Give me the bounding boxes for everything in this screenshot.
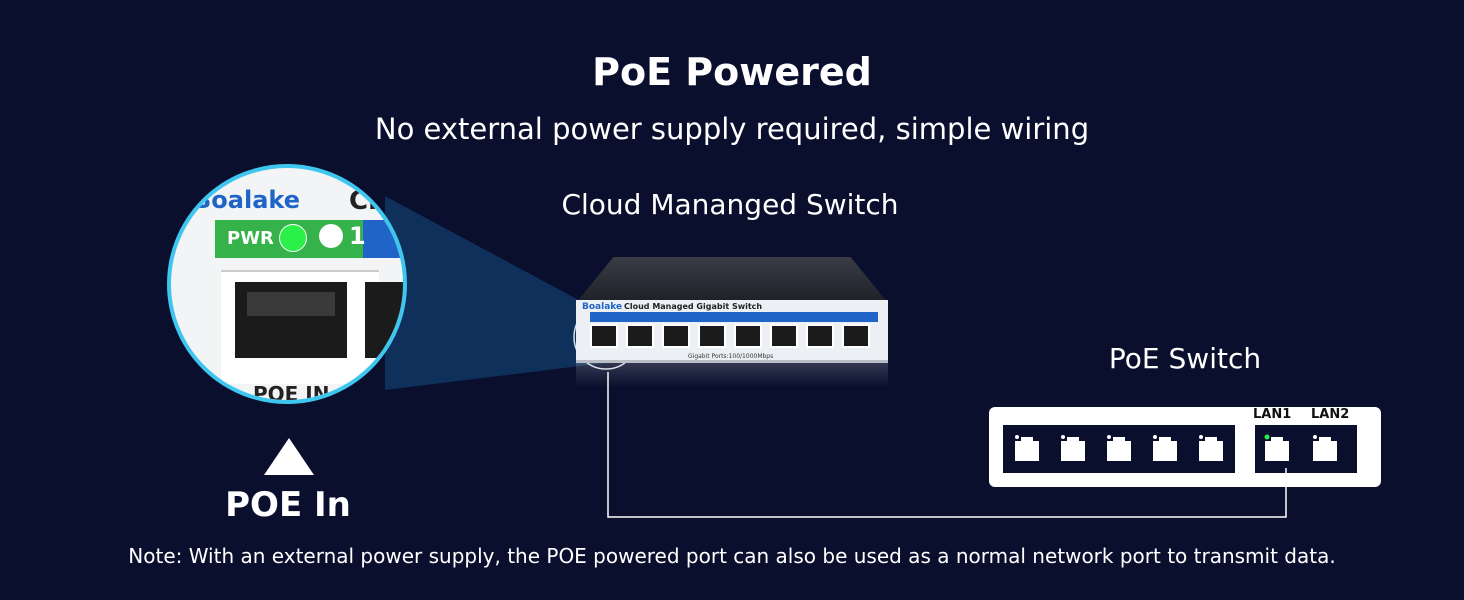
power-led-icon xyxy=(279,224,307,252)
switch-port xyxy=(806,324,834,348)
page-subtitle: No external power supply required, simpl… xyxy=(374,112,1090,146)
poe-port-group xyxy=(1003,425,1235,473)
switch-port xyxy=(590,324,618,348)
magnifier-blue-strip xyxy=(363,220,403,258)
poe-in-label: POE In xyxy=(225,485,351,525)
lan2-label: LAN2 xyxy=(1311,407,1350,422)
poe-switch-label: PoE Switch xyxy=(1108,342,1262,375)
up-arrow-icon xyxy=(264,438,314,475)
switch-model: Cloud Managed Gigabit Switch xyxy=(624,302,763,311)
switch-port xyxy=(662,324,690,348)
magnifier-port-number: 1 xyxy=(349,222,366,250)
switch-reflection xyxy=(576,363,888,387)
switch-top-cover xyxy=(576,257,888,303)
lan-ports-icon xyxy=(1264,434,1337,461)
lan-port-group xyxy=(1255,425,1357,473)
footnote: Note: With an external power supply, the… xyxy=(128,544,1336,568)
switch-port-row xyxy=(590,324,880,352)
poe-switch-device: LAN1 LAN2 xyxy=(989,407,1381,487)
magnifier-port-label: POE IN xyxy=(253,382,330,404)
lan1-label: LAN1 xyxy=(1253,407,1292,422)
magnifier-brand-cut: Cl xyxy=(349,186,377,216)
cloud-switch-front: Boalake Cloud Managed Gigabit Switch Gig… xyxy=(576,300,888,363)
switch-port xyxy=(626,324,654,348)
poe-ports-icon xyxy=(1015,435,1223,461)
switch-port xyxy=(734,324,762,348)
rj45-port-contacts xyxy=(247,292,335,316)
magnifier-pwr-label: PWR xyxy=(227,228,274,249)
switch-port xyxy=(698,324,726,348)
port-led-icon xyxy=(319,224,343,248)
rj45-port-icon-partial xyxy=(365,282,403,358)
switch-caption: Gigabit Ports:100/1000Mbps xyxy=(688,353,774,360)
magnifier-brand: Boalake xyxy=(193,186,300,214)
poe-in-magnifier: Boalake Cl PWR 1 POE IN xyxy=(167,164,407,404)
switch-led-bar xyxy=(590,312,878,322)
switch-port xyxy=(770,324,798,348)
cloud-switch-label: Cloud Mananged Switch xyxy=(561,188,899,221)
switch-brand: Boalake xyxy=(582,302,623,312)
switch-port xyxy=(842,324,870,348)
page-title: PoE Powered xyxy=(592,50,872,94)
